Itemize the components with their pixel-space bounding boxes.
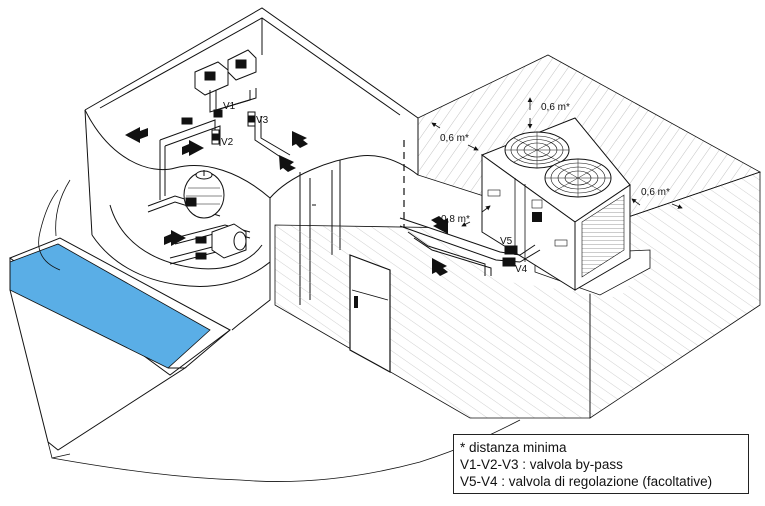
- legend-box: * distanza minima V1-V2-V3 : valvola by-…: [453, 434, 749, 494]
- clearance-label-top: 0,6 m*: [541, 102, 570, 113]
- fan-icon-right: [544, 158, 612, 198]
- heat-pump-piping: [399, 217, 541, 276]
- valve-label-v5: V5: [500, 236, 513, 247]
- clearance-label-front: 0,8 m*: [441, 214, 470, 225]
- clearance-lines: [431, 97, 683, 227]
- legend-line-bypass-valves: V1-V2-V3 : valvola by-pass: [460, 457, 623, 472]
- technical-room: [84, 7, 419, 331]
- side-grill: [581, 194, 625, 278]
- flow-arrows: [125, 127, 448, 276]
- ground-outline: [38, 179, 521, 482]
- control-box-icon: [194, 49, 257, 96]
- legend-line-regulation-valves: V5-V4 : valvola di regolazione (facoltat…: [460, 474, 713, 489]
- valve-label-v2: V2: [221, 137, 234, 148]
- valve-label-v1: V1: [223, 101, 236, 112]
- enclosure-door: [349, 254, 391, 374]
- room-equipment: [147, 49, 291, 265]
- door-handle: [354, 296, 358, 308]
- heat-pump-unit: [480, 117, 651, 296]
- fan-icon-left: [504, 131, 570, 169]
- clearance-label-right: 0,6 m*: [641, 187, 670, 198]
- clearance-label-left: 0,6 m*: [440, 133, 469, 144]
- valve-label-v3: V3: [256, 115, 269, 126]
- legend-line-minimum-distance: * distanza minima: [460, 440, 567, 455]
- valve-label-v4: V4: [515, 264, 528, 275]
- pool: [8, 237, 241, 481]
- pool-water: [9, 243, 211, 369]
